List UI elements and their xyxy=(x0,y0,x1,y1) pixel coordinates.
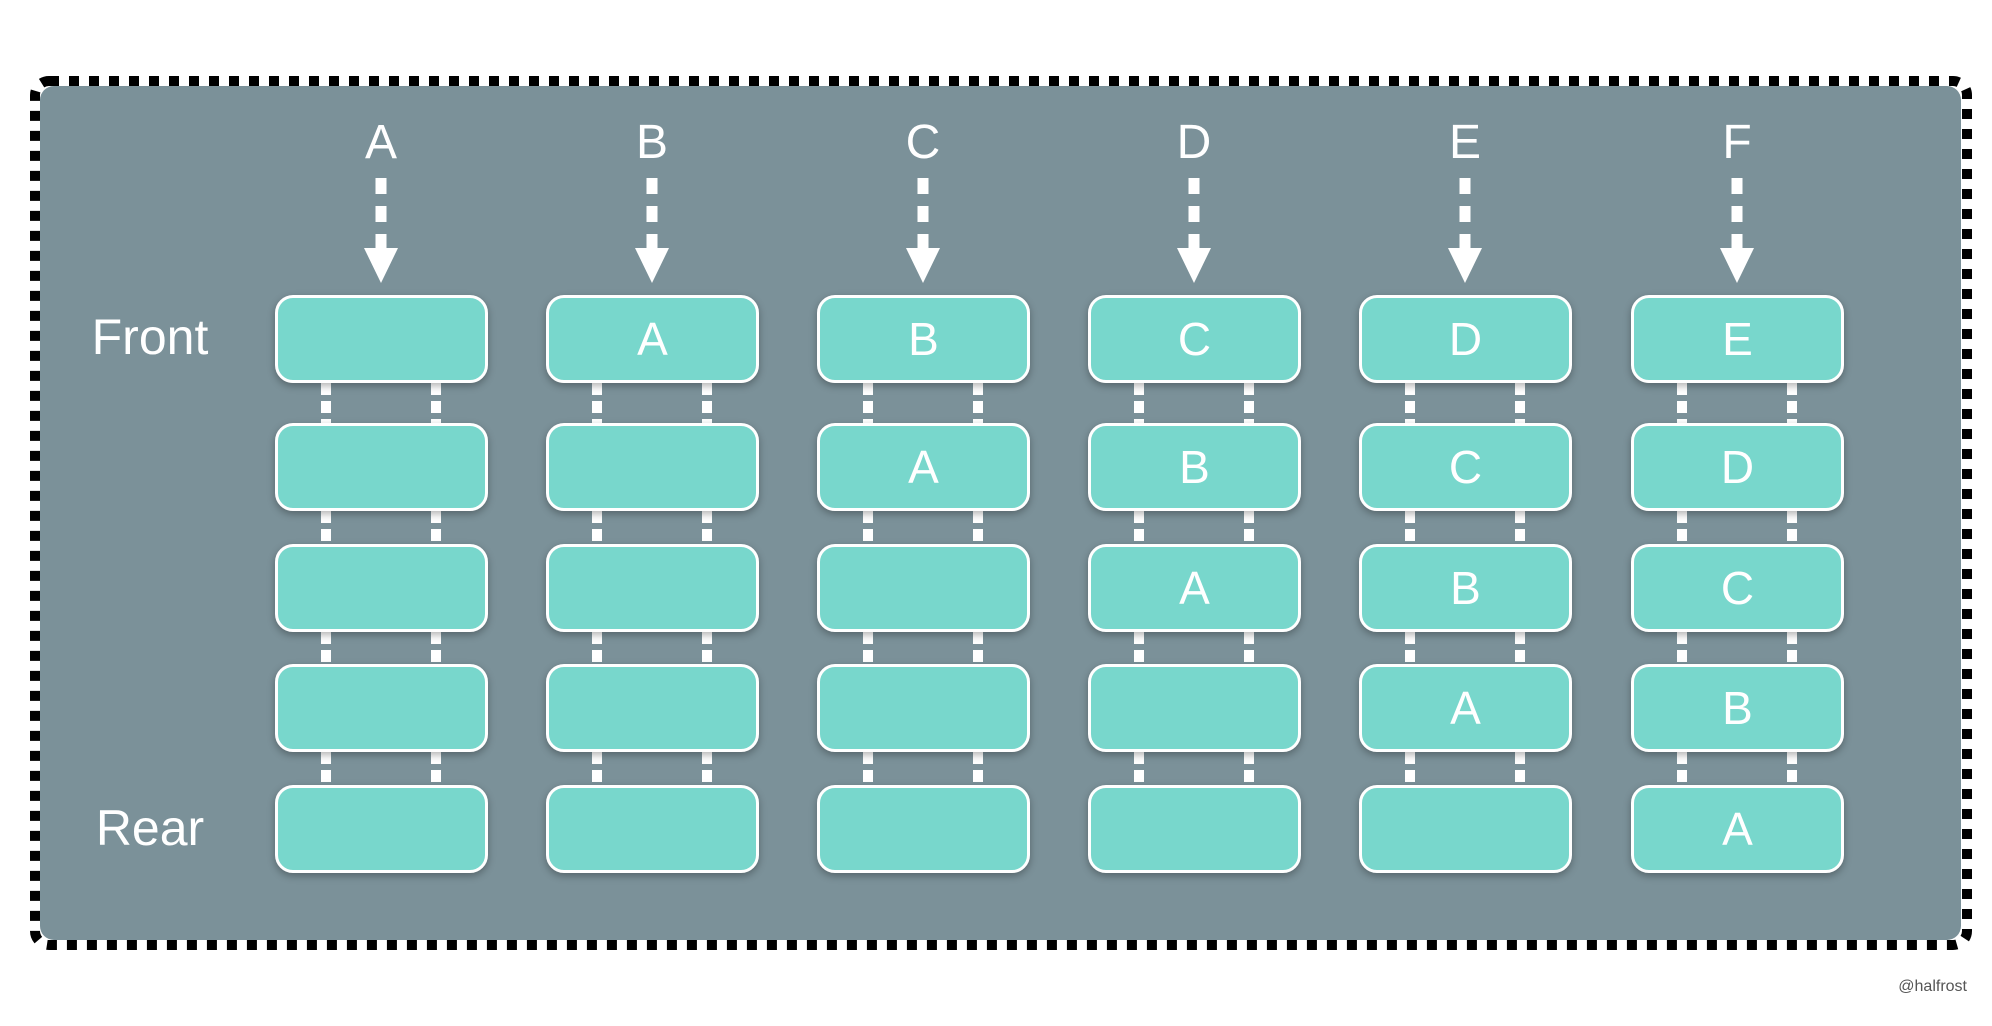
link-connector xyxy=(1515,511,1525,544)
link-connector xyxy=(592,511,602,544)
queue-slot xyxy=(1359,785,1572,873)
arrow-down-icon xyxy=(1720,178,1754,283)
input-letter: E xyxy=(1448,116,1481,169)
link-connector xyxy=(1405,383,1415,423)
queue-slot: B xyxy=(1088,423,1301,511)
link-connector xyxy=(973,752,983,785)
link-connector xyxy=(1405,752,1415,785)
link-connector xyxy=(592,632,602,664)
front-label: Front xyxy=(91,309,209,365)
link-connector xyxy=(1515,383,1525,423)
queue-slot: B xyxy=(1631,664,1844,752)
queue-slot: B xyxy=(817,295,1030,383)
queue-slot: A xyxy=(1359,664,1572,752)
link-connector xyxy=(1405,511,1415,544)
link-connector xyxy=(702,632,712,664)
queue-slot: C xyxy=(1088,295,1301,383)
link-connector xyxy=(1787,752,1797,785)
arrow-down-icon xyxy=(1448,178,1482,283)
link-connector xyxy=(431,383,441,423)
queue-slot: D xyxy=(1359,295,1572,383)
queue-slot xyxy=(1088,664,1301,752)
queue-slot: B xyxy=(1359,544,1572,632)
link-connector xyxy=(1677,752,1687,785)
link-connector xyxy=(1787,632,1797,664)
input-letter: A xyxy=(364,116,397,169)
link-connector xyxy=(1405,632,1415,664)
link-connector xyxy=(973,383,983,423)
link-connector xyxy=(973,511,983,544)
link-connector xyxy=(863,511,873,544)
queue-slot xyxy=(275,664,488,752)
link-connector xyxy=(321,752,331,785)
queue-slot: A xyxy=(546,295,759,383)
queue-slot xyxy=(275,785,488,873)
link-connector xyxy=(592,383,602,423)
queue-slot: A xyxy=(1631,785,1844,873)
queue-slot xyxy=(817,544,1030,632)
link-connector xyxy=(863,383,873,423)
link-connector xyxy=(863,632,873,664)
link-connector xyxy=(431,632,441,664)
link-connector xyxy=(1134,383,1144,423)
queue-slot: D xyxy=(1631,423,1844,511)
link-connector xyxy=(1244,752,1254,785)
link-connector xyxy=(1134,752,1144,785)
link-connector xyxy=(1515,632,1525,664)
queue-slot xyxy=(546,664,759,752)
input-letter: D xyxy=(1176,116,1212,169)
link-connector xyxy=(702,752,712,785)
link-connector xyxy=(431,511,441,544)
link-connector xyxy=(973,632,983,664)
link-connector xyxy=(1677,383,1687,423)
credit-text: @halfrost xyxy=(1898,978,1967,995)
queue-slot xyxy=(275,295,488,383)
queue-slot xyxy=(817,785,1030,873)
arrow-down-icon xyxy=(635,178,669,283)
arrow-down-icon xyxy=(1177,178,1211,283)
link-connector xyxy=(321,511,331,544)
queue-slot xyxy=(546,423,759,511)
rear-label: Rear xyxy=(95,800,205,856)
input-letter: F xyxy=(1722,116,1752,169)
link-connector xyxy=(1134,511,1144,544)
link-connector xyxy=(1244,383,1254,423)
link-connector xyxy=(1787,383,1797,423)
queue-slot: C xyxy=(1631,544,1844,632)
queue-slot xyxy=(275,544,488,632)
queue-slot xyxy=(546,785,759,873)
arrow-down-icon xyxy=(906,178,940,283)
input-letter: B xyxy=(635,116,668,169)
link-connector xyxy=(431,752,441,785)
link-connector xyxy=(1134,632,1144,664)
link-connector xyxy=(1787,511,1797,544)
queue-slot xyxy=(275,423,488,511)
link-connector xyxy=(1515,752,1525,785)
link-connector xyxy=(321,383,331,423)
queue-slot: A xyxy=(1088,544,1301,632)
link-connector xyxy=(592,752,602,785)
queue-slot xyxy=(817,664,1030,752)
arrow-down-icon xyxy=(364,178,398,283)
input-letter: C xyxy=(905,116,941,169)
link-connector xyxy=(321,632,331,664)
link-connector xyxy=(1244,511,1254,544)
link-connector xyxy=(702,383,712,423)
queue-slot: C xyxy=(1359,423,1572,511)
queue-slot: A xyxy=(817,423,1030,511)
link-connector xyxy=(1244,632,1254,664)
link-connector xyxy=(702,511,712,544)
queue-slot xyxy=(546,544,759,632)
link-connector xyxy=(1677,632,1687,664)
queue-slot: E xyxy=(1631,295,1844,383)
link-connector xyxy=(863,752,873,785)
link-connector xyxy=(1677,511,1687,544)
queue-slot xyxy=(1088,785,1301,873)
